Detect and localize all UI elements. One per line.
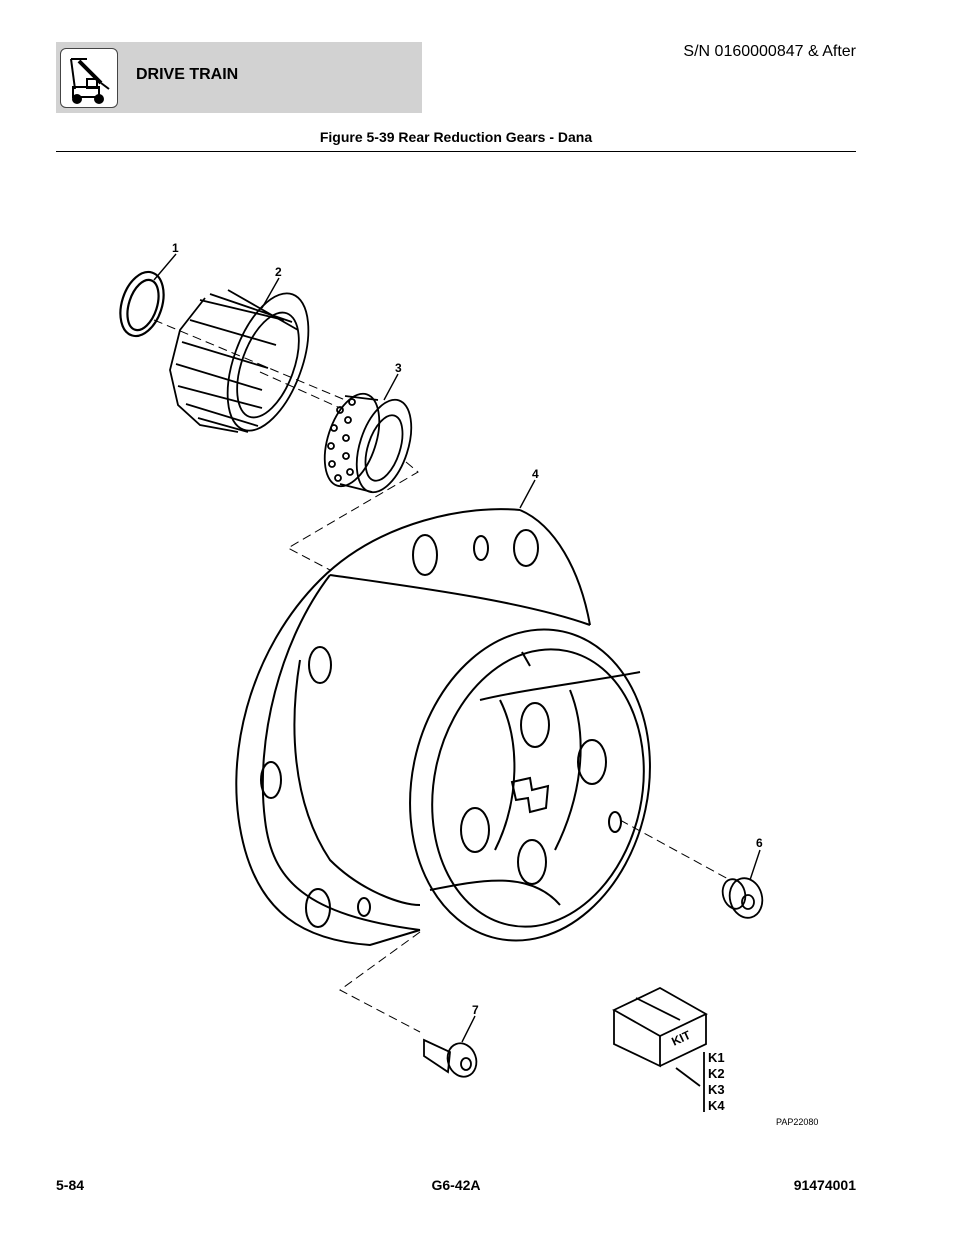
kit-item-k4: K4 [708,1098,725,1113]
leader-lines [153,253,761,1043]
callout-2: 2 [275,265,282,279]
page-number: 5-84 [56,1177,85,1193]
alignment-lines [153,319,731,1033]
callout-4: 4 [532,467,539,481]
telehandler-icon [60,48,118,108]
callout-6: 6 [756,836,763,850]
section-title: DRIVE TRAIN [136,66,239,83]
document-number: 91474001 [793,1177,856,1193]
hub-housing-part [235,508,651,947]
ring-gear-part [169,289,310,433]
snap-ring-part [119,270,165,338]
kit-item-k3: K3 [708,1082,725,1097]
kit-item-k2: K2 [708,1066,725,1081]
kit-box-icon [612,986,708,1112]
callout-7: 7 [472,1003,479,1017]
bolt-part [423,1038,478,1078]
callout-1: 1 [172,241,179,255]
header-rule [56,151,856,152]
callout-3: 3 [395,361,402,375]
serial-number: S/N 0160000847 & After [683,43,856,60]
kit-item-k1: K1 [708,1050,725,1065]
section-header: DRIVE TRAIN [56,42,422,113]
figure-reference: PAP22080 [776,1117,818,1127]
figure-title: Figure 5-39 Rear Reduction Gears - Dana [319,129,593,145]
bearing-part [323,392,413,494]
drain-plug-part [721,877,764,919]
model-number: G6-42A [431,1177,481,1193]
